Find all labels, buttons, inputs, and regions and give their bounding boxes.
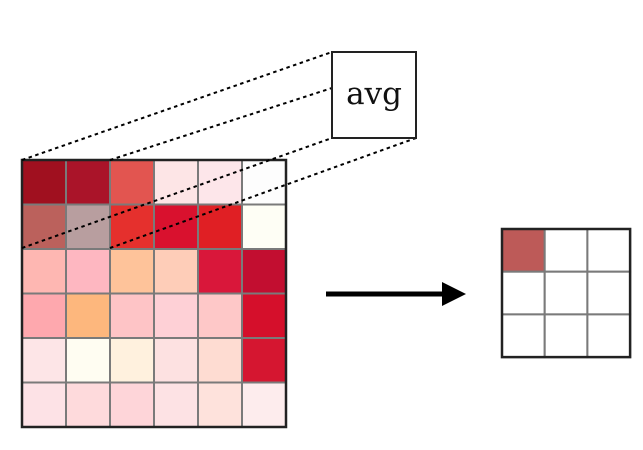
projection-lines xyxy=(21,51,417,249)
input-grid-cell-r3-c6 xyxy=(241,248,287,295)
input-grid-cell-r4-c3 xyxy=(109,292,155,339)
input-grid-cell-r3-c1 xyxy=(21,248,67,295)
input-grid-cell-r2-c5 xyxy=(197,203,243,250)
output-grid-cell-r3-c3 xyxy=(586,313,632,359)
input-grid-cell-r5-c4 xyxy=(153,337,199,384)
avg-operation-box: avg xyxy=(331,51,417,139)
input-grid xyxy=(20,158,288,429)
input-grid-cell-r4-c1 xyxy=(21,292,67,339)
input-grid-cell-r6-c4 xyxy=(153,381,199,428)
input-grid-cell-r1-c2 xyxy=(65,159,111,206)
projection-line-top-left xyxy=(21,51,333,161)
input-grid-cell-r5-c6 xyxy=(241,337,287,384)
input-grid-cell-r2-c2 xyxy=(65,203,111,250)
input-grid-cell-r2-c1 xyxy=(21,203,67,250)
input-grid-cell-r4-c4 xyxy=(153,292,199,339)
output-grid-cell-r1-c1 xyxy=(501,228,546,273)
output-grid-cell-r1-c2 xyxy=(543,228,589,273)
input-grid-cell-r6-c6 xyxy=(241,381,287,428)
output-grid-cell-r1-c3 xyxy=(586,228,632,273)
input-grid-cell-r2-c6 xyxy=(241,203,287,250)
input-grid-cell-r1-c5 xyxy=(197,159,243,206)
input-grid-cell-r4-c5 xyxy=(197,292,243,339)
input-grid-cell-r6-c5 xyxy=(197,381,243,428)
input-grid-cell-r2-c4 xyxy=(153,203,199,250)
input-grid-cell-r5-c1 xyxy=(21,337,67,384)
input-grid-cell-r3-c2 xyxy=(65,248,111,295)
input-grid-cell-r5-c2 xyxy=(65,337,111,384)
input-grid-cell-r3-c3 xyxy=(109,248,155,295)
arrow-head xyxy=(442,282,466,306)
input-grid-cell-r1-c3 xyxy=(109,159,155,206)
input-grid-cell-r6-c2 xyxy=(65,381,111,428)
input-grid-cell-r3-c4 xyxy=(153,248,199,295)
output-grid-cell-r3-c2 xyxy=(543,313,589,359)
avg-box-border xyxy=(331,51,417,139)
avg-label: avg xyxy=(346,76,402,112)
output-grid-cell-r2-c2 xyxy=(543,270,589,316)
output-grid-cell-r2-c3 xyxy=(586,270,632,316)
input-grid-cell-r2-c3 xyxy=(109,203,155,250)
output-grid-cell-r3-c1 xyxy=(501,313,546,359)
right-arrow xyxy=(326,282,466,306)
projection-line-bottom-left xyxy=(21,137,333,249)
input-grid-cell-r1-c1 xyxy=(21,159,67,206)
output-grid-border xyxy=(500,227,632,359)
output-grid-cell-r2-c1 xyxy=(501,270,546,316)
input-grid-cell-r4-c6 xyxy=(241,292,287,339)
input-grid-cell-r3-c5 xyxy=(197,248,243,295)
input-grid-border xyxy=(20,158,288,429)
input-grid-cell-r4-c2 xyxy=(65,292,111,339)
input-grid-cell-r6-c3 xyxy=(109,381,155,428)
output-grid xyxy=(500,227,632,359)
input-grid-cell-r5-c3 xyxy=(109,337,155,384)
input-grid-cell-r6-c1 xyxy=(21,381,67,428)
input-grid-cell-r5-c5 xyxy=(197,337,243,384)
projection-line-window-top xyxy=(109,87,333,161)
projection-line-bottom-right xyxy=(109,137,417,249)
